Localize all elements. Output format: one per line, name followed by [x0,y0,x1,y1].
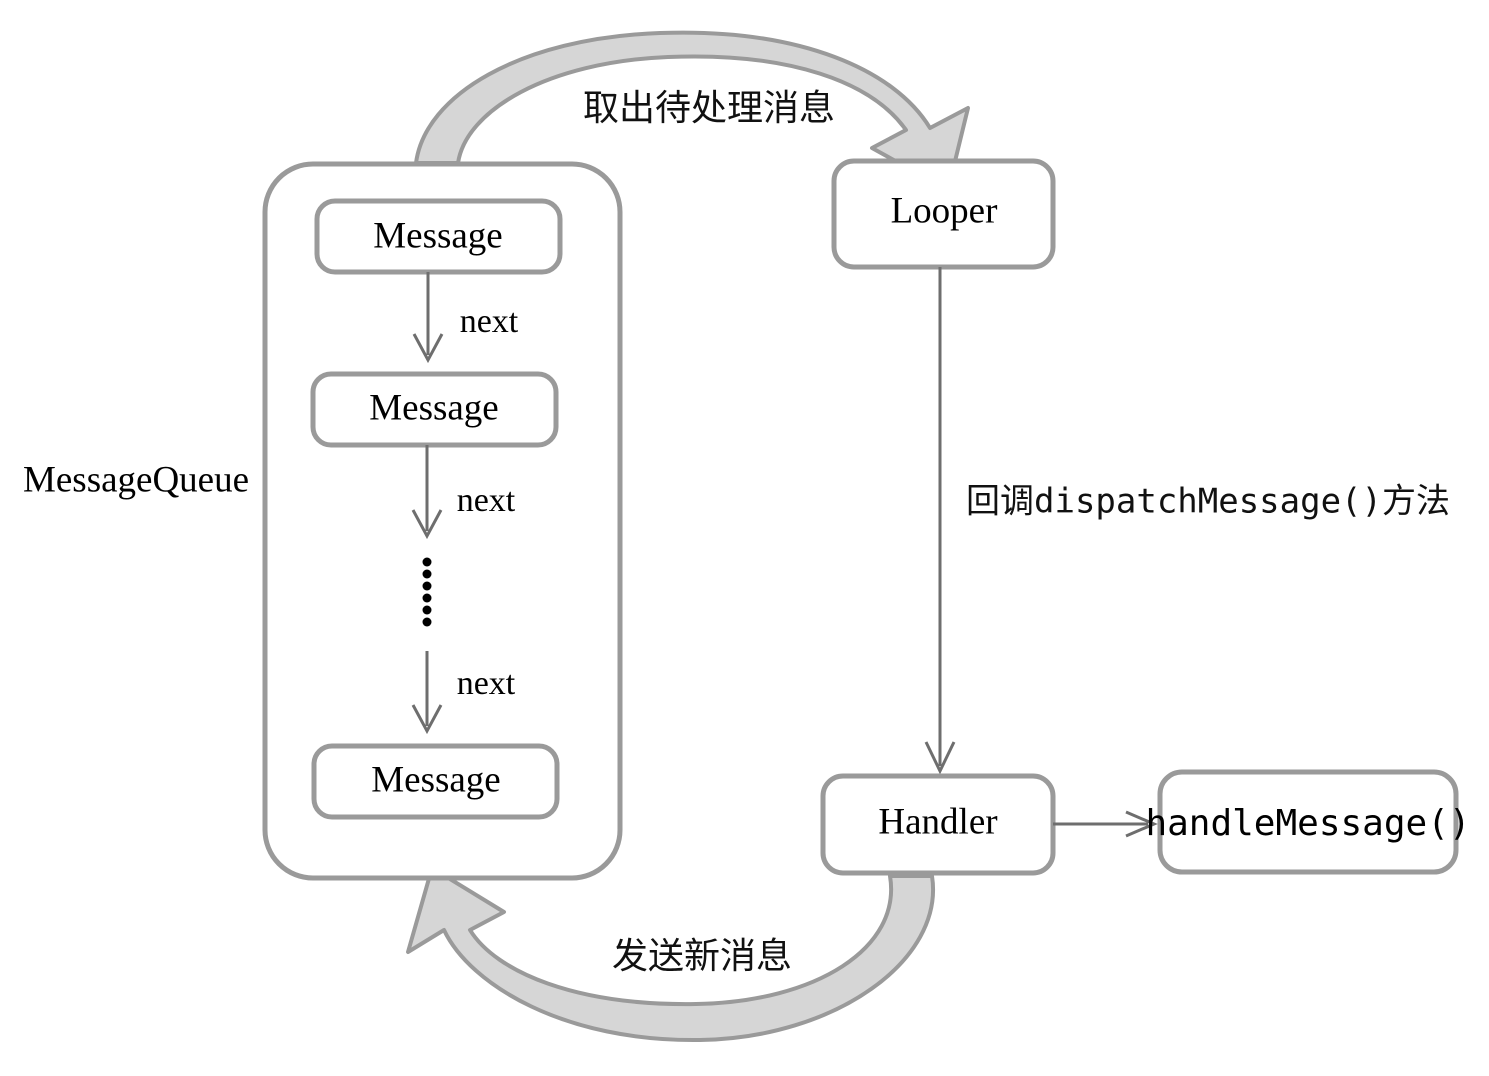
handle-message-box[interactable] [1157,769,1459,875]
next-edge-3 [411,651,443,735]
message-queue-label: MessageQueue [23,459,249,500]
handle-message-edge [1053,810,1158,838]
message-box-2-label: Message [369,387,498,428]
next-edge-3-label: next [457,665,516,702]
message-box-1[interactable] [314,198,563,275]
next-edge-2 [411,445,443,540]
next-edge-1-label: next [460,303,519,340]
looper-label: Looper [891,190,998,231]
take-message-block-arrow [414,30,970,192]
message-box-3-label: Message [371,759,500,800]
dispatch-message-label: 回调dispatchMessage()方法 [966,482,1450,522]
message-queue-container [262,161,623,881]
ellipsis-dots [422,557,432,627]
handler-label: Handler [878,801,997,842]
next-edge-2-label: next [457,482,516,519]
message-box-1-label: Message [373,215,502,256]
message-box-2[interactable] [310,371,559,448]
next-edge-1 [412,272,444,364]
take-message-label: 取出待处理消息 [583,88,835,129]
send-message-block-arrow [406,866,936,1043]
looper-box[interactable] [831,158,1056,270]
dispatch-message-edge [924,267,956,775]
handle-message-label: handleMessage() [1145,803,1470,844]
send-message-label: 发送新消息 [612,936,792,977]
message-box-3[interactable] [311,743,560,820]
